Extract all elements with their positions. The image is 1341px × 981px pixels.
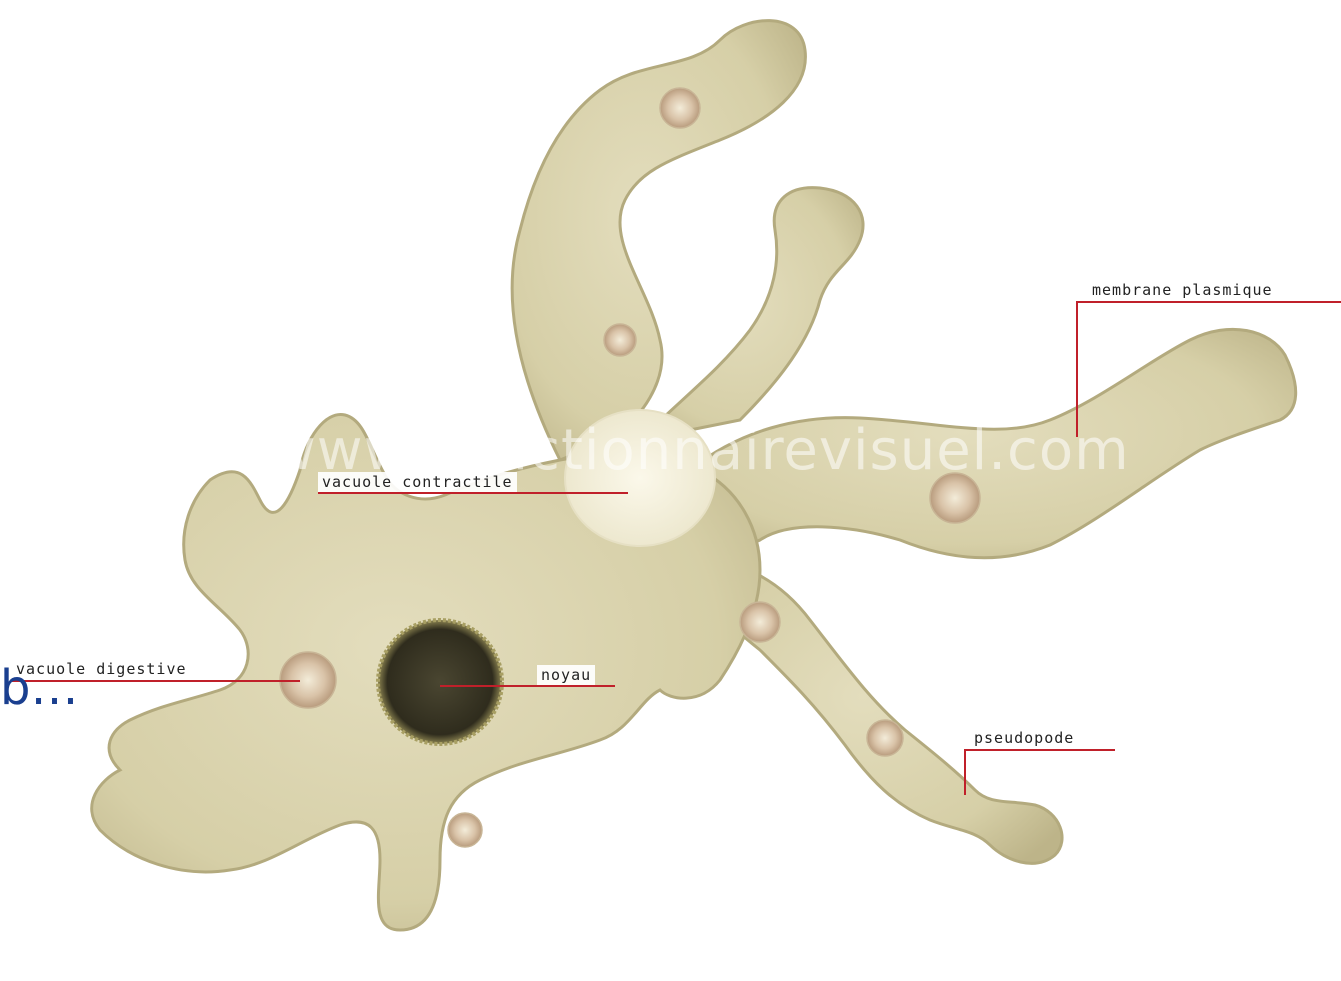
label-contractile-vacuole: vacuole contractile [318,472,517,492]
label-membrane: membrane plasmique [1088,280,1277,300]
label-pseudopod: pseudopode [970,728,1078,748]
label-nucleus: noyau [537,665,595,685]
overlay-text-fragment: b… [0,660,78,716]
leader-pseudopod [965,750,1115,795]
nucleus [378,620,502,744]
